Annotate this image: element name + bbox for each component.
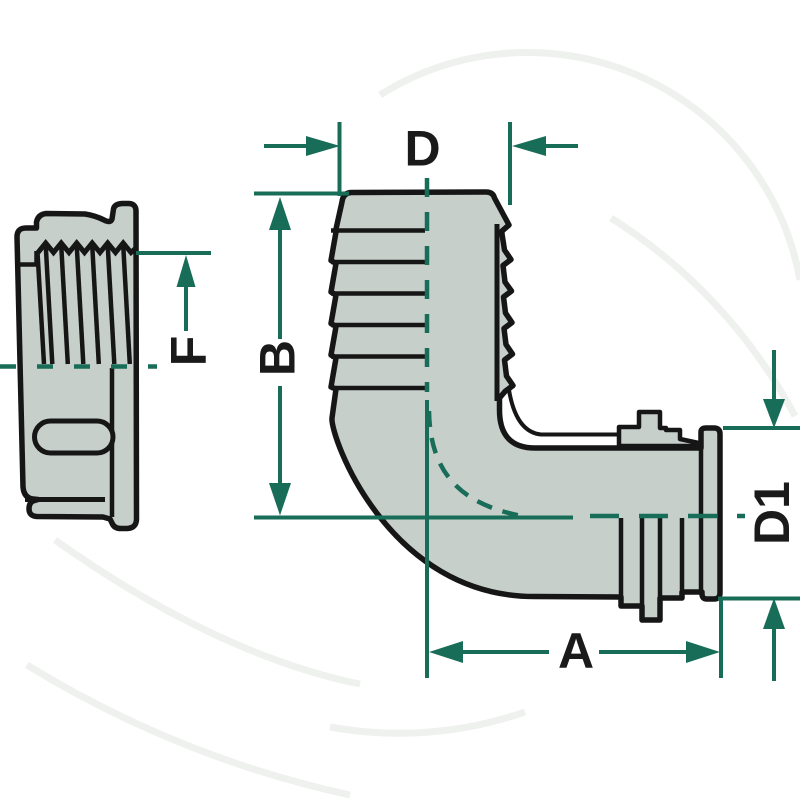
svg-text:D1: D1 <box>744 481 800 545</box>
svg-text:D: D <box>404 121 440 177</box>
svg-text:A: A <box>558 623 594 679</box>
svg-text:B: B <box>250 340 306 376</box>
svg-text:F: F <box>161 336 217 367</box>
